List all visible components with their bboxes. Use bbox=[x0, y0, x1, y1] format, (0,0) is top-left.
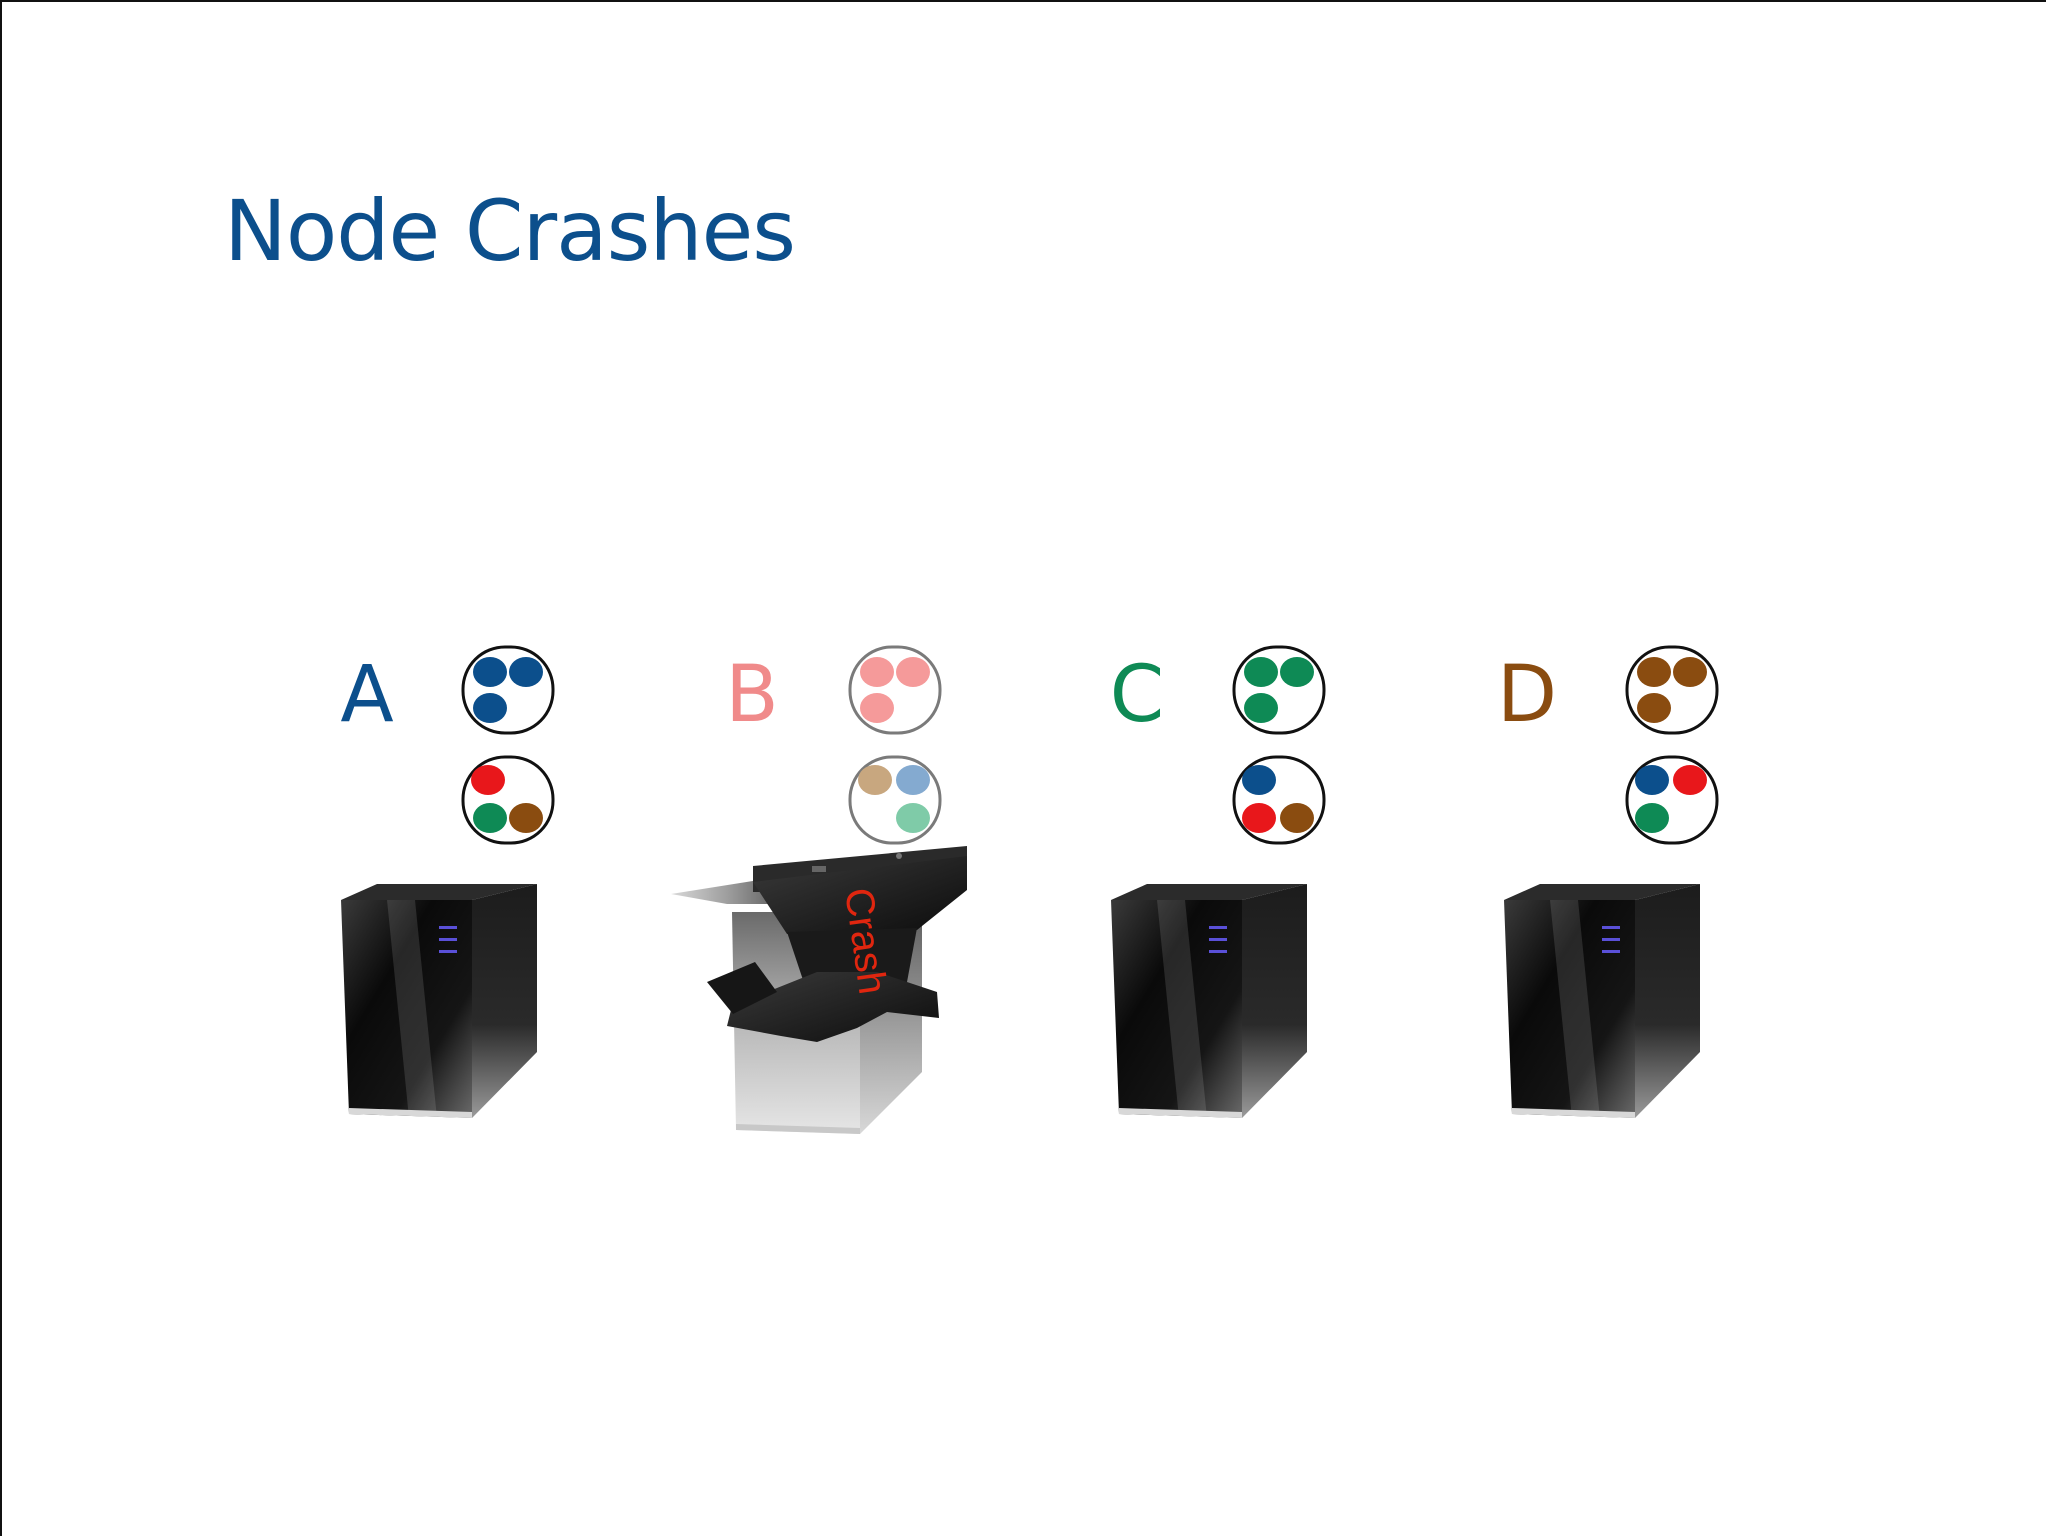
vnode-a-primary bbox=[461, 645, 555, 735]
anvil-icon: Crash bbox=[671, 846, 967, 1042]
vnode-b-primary bbox=[848, 645, 942, 735]
vnode-dot bbox=[509, 803, 543, 833]
vnode-dot bbox=[860, 693, 894, 723]
vnode-ring bbox=[1232, 645, 1326, 735]
slide-title: Node Crashes bbox=[224, 182, 796, 280]
server-c-icon bbox=[1111, 884, 1307, 1118]
vnode-dot bbox=[509, 657, 543, 687]
vnode-dot bbox=[896, 803, 930, 833]
vnode-dot bbox=[1635, 765, 1669, 795]
vnode-dot bbox=[1673, 657, 1707, 687]
vnode-dot bbox=[473, 657, 507, 687]
vnode-ring bbox=[848, 645, 942, 735]
server-d-icon bbox=[1504, 884, 1700, 1118]
vnode-dot bbox=[896, 657, 930, 687]
vnode-dot bbox=[896, 765, 930, 795]
node-label-b: B bbox=[725, 650, 779, 740]
vnode-dot bbox=[1280, 803, 1314, 833]
vnode-dot bbox=[1242, 803, 1276, 833]
vnode-d-primary bbox=[1625, 645, 1719, 735]
vnode-c-replica bbox=[1232, 755, 1326, 845]
node-label-c: C bbox=[1109, 650, 1165, 740]
vnode-dot bbox=[860, 657, 894, 687]
vnode-ring bbox=[461, 645, 555, 735]
vnode-dot bbox=[1242, 765, 1276, 795]
vnode-a-replica bbox=[461, 755, 555, 845]
vnode-dot bbox=[471, 765, 505, 795]
node-label-d: D bbox=[1496, 650, 1558, 740]
vnode-dot bbox=[473, 803, 507, 833]
vnode-dot bbox=[1244, 657, 1278, 687]
vnode-b-replica bbox=[848, 755, 942, 845]
vnode-dot bbox=[1280, 657, 1314, 687]
vnode-dot bbox=[1637, 693, 1671, 723]
vnode-dot bbox=[1637, 657, 1671, 687]
vnode-ring bbox=[1625, 645, 1719, 735]
node-label-a: A bbox=[340, 650, 394, 740]
vnode-dot bbox=[858, 765, 892, 795]
server-a-icon bbox=[341, 884, 537, 1118]
vnode-dot bbox=[1244, 693, 1278, 723]
vnode-c-primary bbox=[1232, 645, 1326, 735]
vnode-d-replica bbox=[1625, 755, 1719, 845]
vnode-dot bbox=[1673, 765, 1707, 795]
vnode-dot bbox=[1635, 803, 1669, 833]
vnode-dot bbox=[473, 693, 507, 723]
